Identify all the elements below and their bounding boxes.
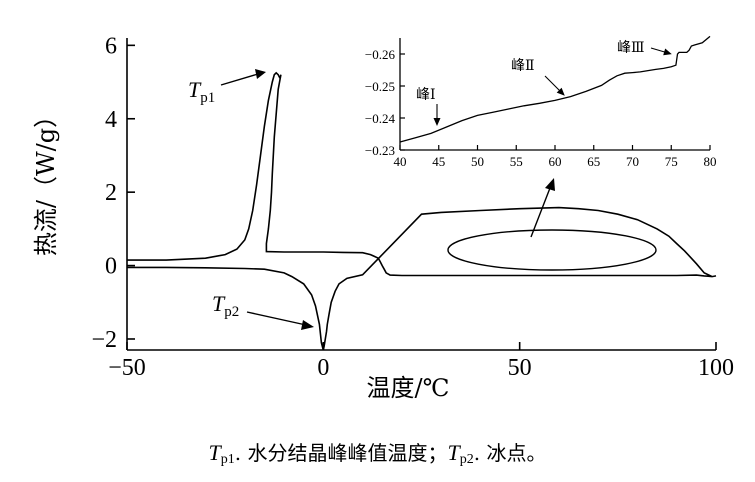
inset-x-tick-label: 70 <box>626 154 639 169</box>
peak-label: 峰Ⅲ <box>617 40 645 56</box>
inset-x-tick-label: 45 <box>432 154 445 169</box>
zoom-region-ellipse <box>447 229 657 271</box>
inset-ticks: 40 45 50 55 60 65 70 75 80 −0.23 −0.24 −0.25 −0.26 <box>365 47 717 169</box>
tp1-label: Tp1 <box>188 77 215 106</box>
inset-x-tick-label: 80 <box>704 154 717 169</box>
caption-text2: . 冰点。 <box>473 441 547 465</box>
peak-label: 峰Ⅰ <box>416 87 436 103</box>
x-tick-label: 50 <box>508 355 532 381</box>
inset-x-tick-label: 55 <box>510 154 523 169</box>
tp1-label-base: T <box>188 77 202 102</box>
inset-y-tick-label: −0.23 <box>365 143 395 158</box>
peak-label: 峰Ⅱ <box>511 58 535 74</box>
peak-arrowhead <box>556 87 565 96</box>
figure-caption: Tp1. 水分结晶峰峰值温度；Tp2. 冰点。 <box>0 437 755 468</box>
tp1-arrowhead <box>255 69 266 79</box>
main-ticks: −50 0 50 100 −2 0 2 4 6 <box>91 33 734 381</box>
inset-chart: 40 45 50 55 60 65 70 75 80 −0.23 −0.24 −0.25 −0.26 峰… <box>365 35 717 169</box>
inset-y-tick-label: −0.25 <box>365 79 395 94</box>
inset-x-tick-label: 60 <box>549 154 562 169</box>
x-axis-title: 温度/℃ <box>367 374 450 402</box>
peak-arrowhead <box>663 48 672 56</box>
y-axis-title: 热流/（W/g） <box>32 104 60 256</box>
tp1-arrow <box>220 73 259 86</box>
inset-series-line <box>399 35 711 143</box>
caption-tp2: T <box>447 440 460 465</box>
inset-x-tick-label: 75 <box>665 154 678 169</box>
tp2-arrowhead <box>301 320 314 330</box>
zoom-arrow <box>530 187 551 238</box>
inset-x-tick-label: 40 <box>394 154 407 169</box>
x-tick-label: 100 <box>698 355 734 381</box>
tp1-label-sub: p1 <box>200 90 215 106</box>
caption-text1: . 水分结晶峰峰值温度； <box>234 441 448 465</box>
peak-arrowhead <box>433 118 441 126</box>
caption-tp2-sub: p2 <box>459 452 474 467</box>
caption-tp1-sub: p1 <box>220 452 235 467</box>
tp2-arrow <box>246 311 307 326</box>
inset-annotations: 峰Ⅰ 峰Ⅱ 峰Ⅲ <box>416 40 672 126</box>
x-tick-label: −50 <box>108 355 146 381</box>
y-tick-label: 2 <box>105 180 117 206</box>
inset-x-tick-label: 50 <box>471 154 484 169</box>
tp2-label: Tp2 <box>212 291 239 320</box>
inset-x-tick-label: 65 <box>587 154 600 169</box>
y-tick-label: 0 <box>105 254 117 280</box>
y-tick-label: 6 <box>105 33 117 59</box>
main-series-line <box>127 71 717 351</box>
annotation-arrows <box>220 69 657 330</box>
tp2-label-base: T <box>212 291 226 316</box>
tp2-label-sub: p2 <box>224 304 239 320</box>
x-tick-label: 0 <box>317 355 329 381</box>
inset-y-tick-label: −0.26 <box>365 47 396 62</box>
zoom-arrowhead <box>545 178 555 191</box>
main-axes <box>126 38 716 351</box>
caption-tp1: T <box>208 440 221 465</box>
dsc-chart: −50 0 50 100 −2 0 2 4 6 温度/℃ 热流/（W/g） Tp1 Tp2 40… <box>32 33 734 402</box>
y-tick-label: −2 <box>91 327 117 353</box>
y-tick-label: 4 <box>105 107 117 133</box>
inset-y-tick-label: −0.24 <box>365 111 396 126</box>
